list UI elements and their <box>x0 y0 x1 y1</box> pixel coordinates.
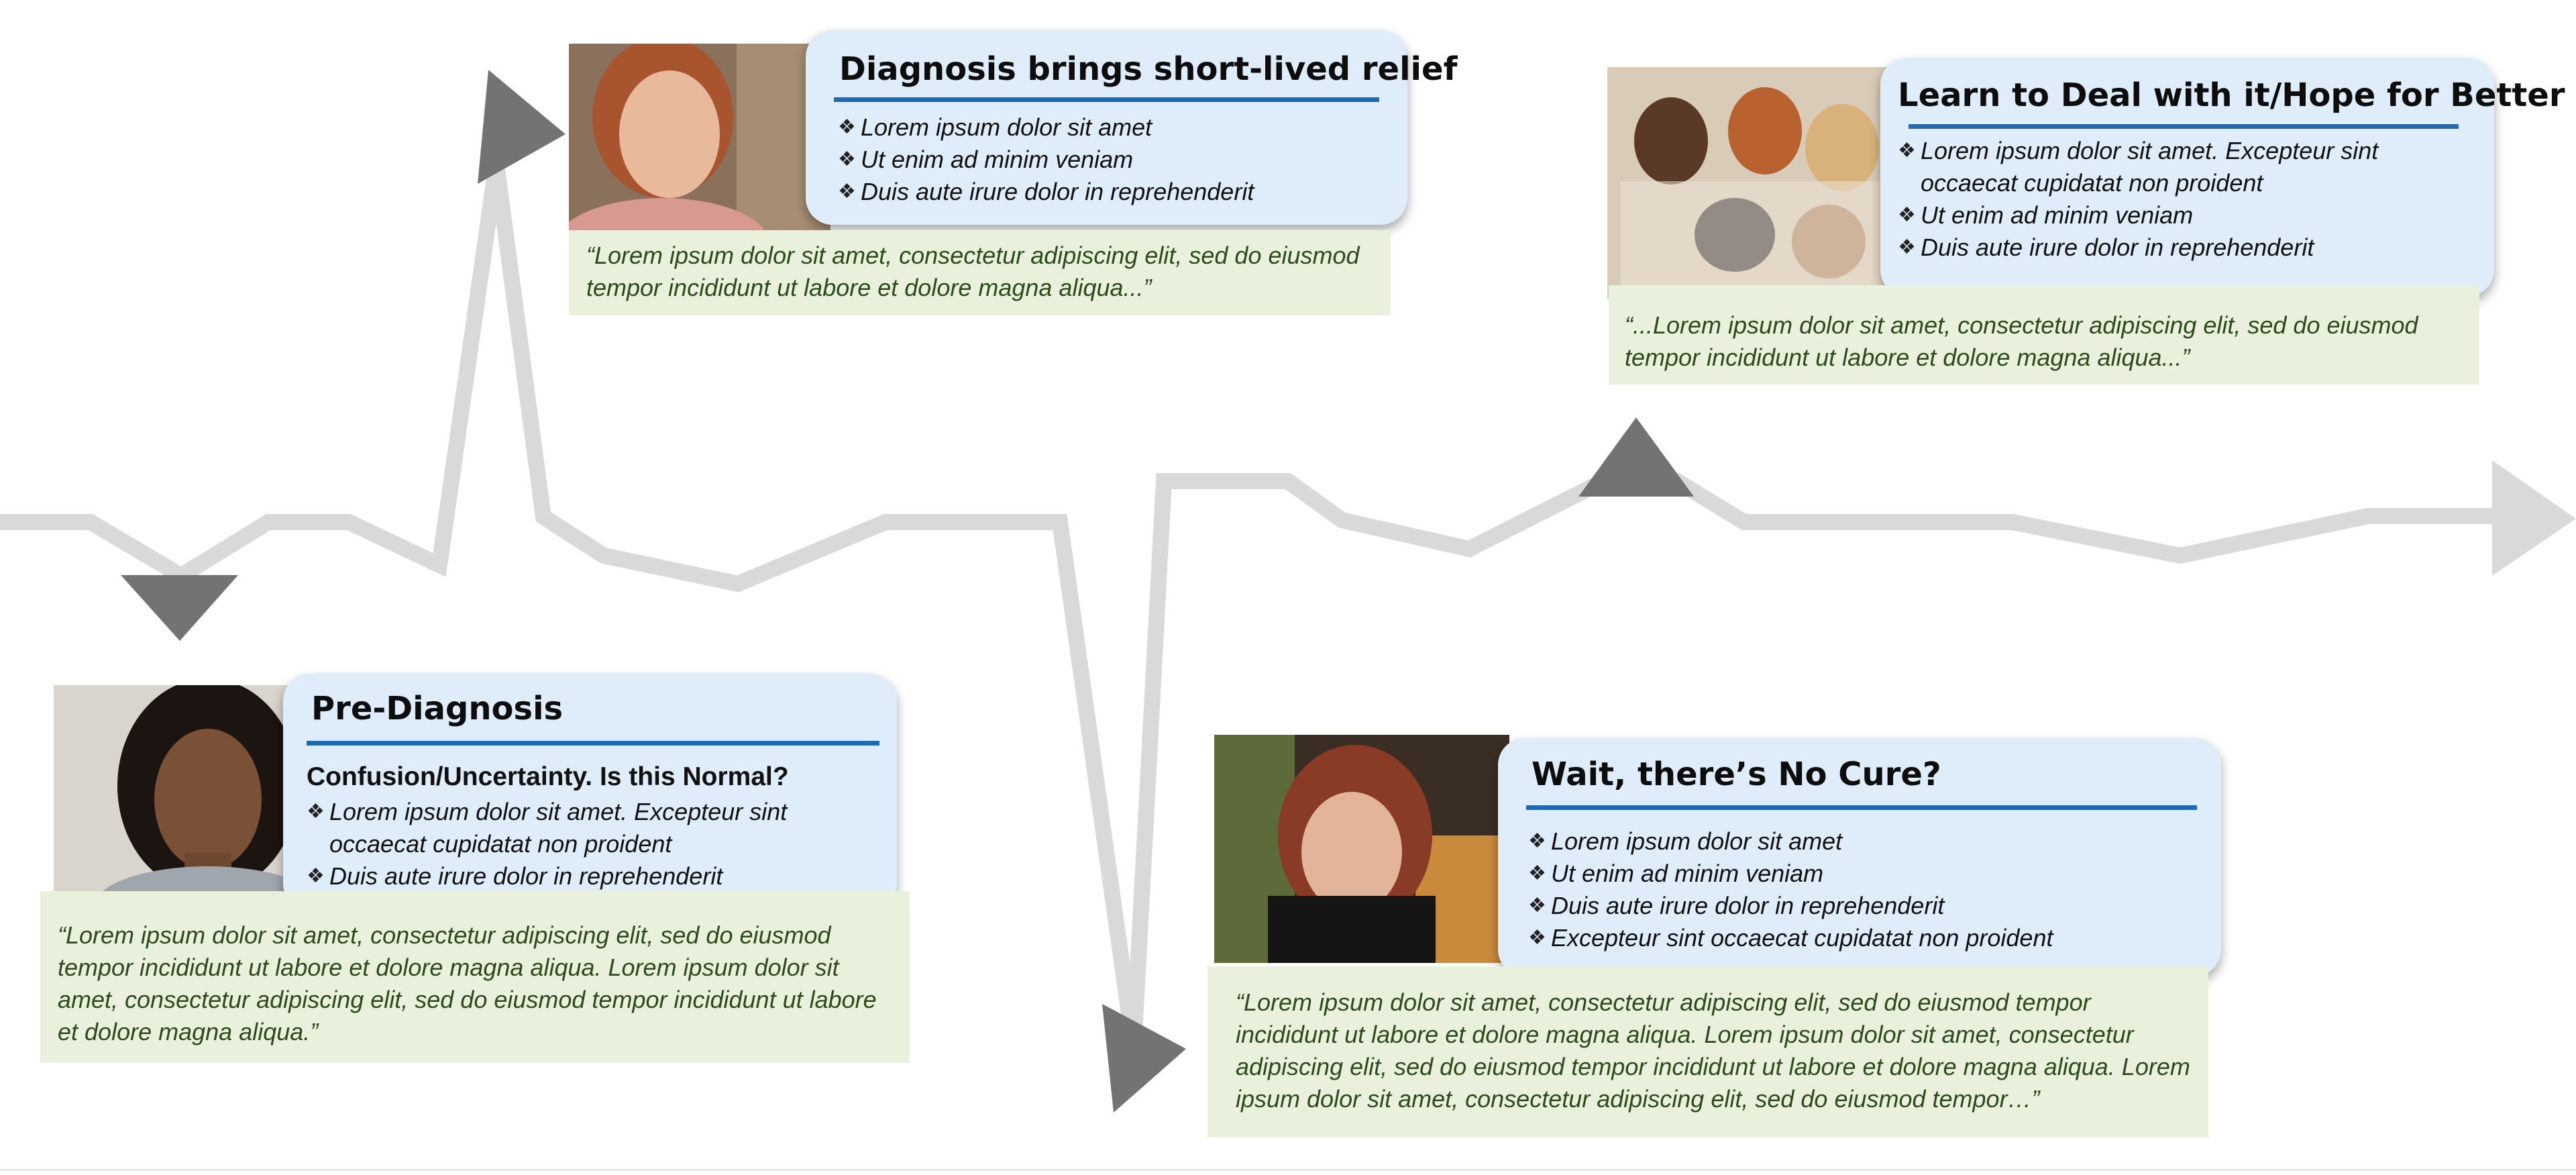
group-of-women-photo <box>1607 67 1902 299</box>
bullet-item: Duis aute irure dolor in reprehenderit <box>307 860 830 892</box>
bullet-item: Lorem ipsum dolor sit amet. Excepteur si… <box>307 796 830 860</box>
bullet-item: Ut enim ad minim veniam <box>1528 858 2199 890</box>
title-underline <box>307 741 879 746</box>
bullet-list: Lorem ipsum dolor sit amet Ut enim ad mi… <box>1528 825 2199 954</box>
stage-title: Learn to Deal with it/Hope for Better <box>1898 76 2565 114</box>
quote-box: “Lorem ipsum dolor sit amet, consectetur… <box>1208 966 2208 1137</box>
bullet-item: Lorem ipsum dolor sit amet <box>1528 825 2199 858</box>
stage-title: Wait, there’s No Cure? <box>1532 756 1941 793</box>
stage-card-pre-diagnosis: Pre-Diagnosis Confusion/Uncertainty. Is … <box>283 674 897 911</box>
bullet-item: Duis aute irure dolor in reprehenderit <box>1898 232 2421 264</box>
bullet-list: Lorem ipsum dolor sit amet Ut enim ad mi… <box>838 111 1375 208</box>
stage-title: Pre-Diagnosis <box>311 690 564 727</box>
stage-card-learn-to-deal: Learn to Deal with it/Hope for Better Lo… <box>1880 58 2565 297</box>
arrowhead-icon <box>2492 460 2576 576</box>
woman-eyes-closed-photo <box>569 44 830 232</box>
bullet-item: Duis aute irure dolor in reprehenderit <box>838 176 1375 208</box>
bullet-list: Lorem ipsum dolor sit amet. Excepteur si… <box>307 796 830 892</box>
bullet-list: Lorem ipsum dolor sit amet. Excepteur si… <box>1898 135 2421 264</box>
journey-path <box>0 163 2509 1048</box>
up-triangle-marker-icon <box>1578 417 1694 497</box>
right-triangle-marker-icon <box>478 70 566 184</box>
title-underline <box>1909 124 2459 129</box>
bullet-item: Ut enim ad minim veniam <box>1898 199 2421 232</box>
quote-box: “Lorem ipsum dolor sit amet, consectetur… <box>569 230 1391 315</box>
bottom-divider <box>0 1169 2576 1171</box>
stage-card-diagnosis-relief: Diagnosis brings short-lived relief Lore… <box>806 30 1457 225</box>
stage-subtitle: Confusion/Uncertainty. Is this Normal? <box>307 762 789 791</box>
down-triangle-marker-icon <box>121 575 238 641</box>
stage-card-no-cure: Wait, there’s No Cure? Lorem ipsum dolor… <box>1498 738 2221 976</box>
title-underline <box>1526 805 2197 810</box>
quote-box: “...Lorem ipsum dolor sit amet, consecte… <box>1609 285 2479 385</box>
bullet-item: Excepteur sint occaecat cupidatat non pr… <box>1528 922 2199 954</box>
bullet-item: Lorem ipsum dolor sit amet <box>838 111 1375 144</box>
bullet-item: Lorem ipsum dolor sit amet. Excepteur si… <box>1898 135 2421 199</box>
woman-hands-on-face-photo <box>1214 735 1509 963</box>
woman-looking-aside-photo <box>54 685 295 900</box>
title-underline <box>834 97 1379 102</box>
right-triangle-marker-icon <box>1102 1004 1186 1113</box>
bullet-item: Ut enim ad minim veniam <box>838 144 1375 176</box>
quote-box: “Lorem ipsum dolor sit amet, consectetur… <box>40 891 910 1063</box>
bullet-item: Duis aute irure dolor in reprehenderit <box>1528 890 2199 922</box>
stage-title: Diagnosis brings short-lived relief <box>839 50 1458 88</box>
